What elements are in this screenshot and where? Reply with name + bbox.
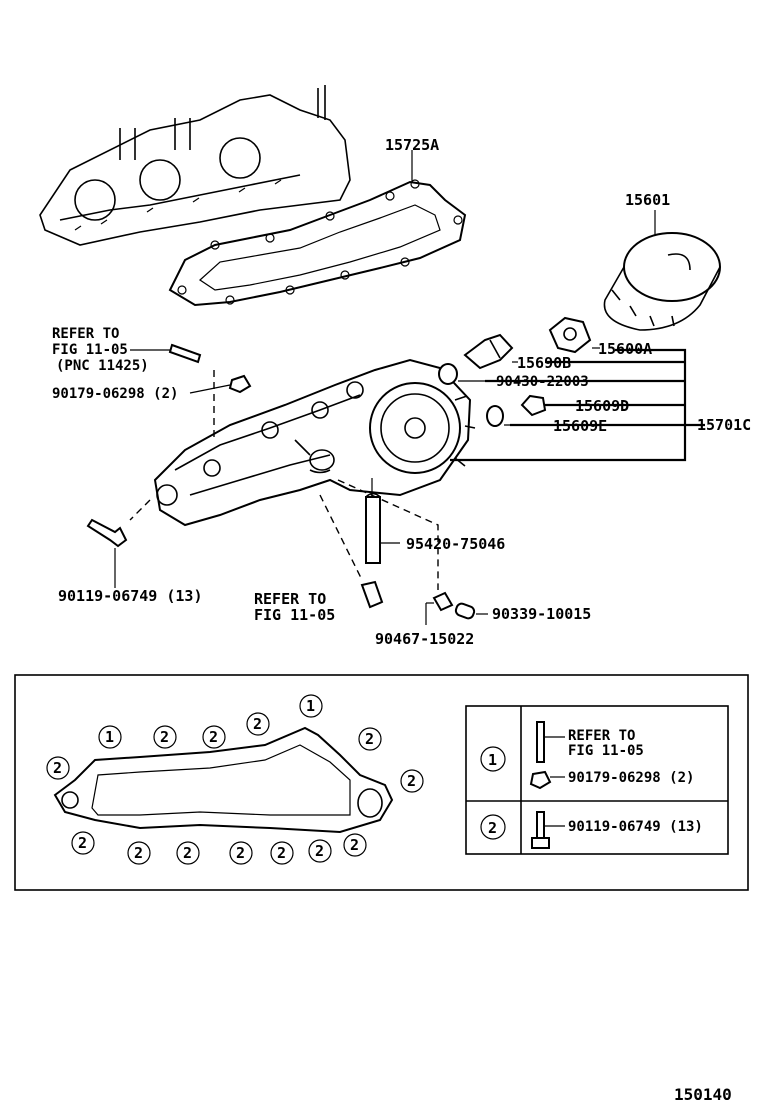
legend-bolt-icon <box>531 811 565 849</box>
label-90467-15022: 90467-15022 <box>375 630 474 648</box>
marker-2-d: 2 <box>358 727 382 751</box>
marker-2-i: 2 <box>176 841 200 865</box>
svg-text:2: 2 <box>253 715 262 733</box>
svg-text:2: 2 <box>78 834 87 852</box>
label-15609e: 15609E <box>553 417 607 435</box>
label-95420-75046: 95420-75046 <box>406 535 505 553</box>
refer-lower-line1: REFER TO <box>254 590 326 608</box>
marker-2-b: 2 <box>202 725 226 749</box>
marker-2-g: 2 <box>71 831 95 855</box>
legend-stud-icon <box>536 721 565 763</box>
refer-lower-line2: FIG 11-05 <box>254 606 335 624</box>
marker-2-m: 2 <box>343 833 367 857</box>
bolt-pattern-box <box>14 674 749 891</box>
legend-marker-1: 1 <box>480 746 506 772</box>
stud-bolt <box>130 343 202 364</box>
marker-2-h: 2 <box>127 841 151 865</box>
svg-text:2: 2 <box>53 759 62 777</box>
svg-text:1: 1 <box>105 728 114 746</box>
legend-table: 1 REFER TO FIG 11-05 90179-06298 (2) 2 9… <box>465 705 729 855</box>
plug-15609d <box>520 394 568 417</box>
marker-2-f: 2 <box>46 756 70 780</box>
legend-90179-06298: 90179-06298 (2) <box>568 770 694 786</box>
label-90179-06298: 90179-06298 (2) <box>52 386 178 402</box>
refer-upper-line1: REFER TO <box>52 326 119 342</box>
refer-upper-line2: FIG 11-05 <box>52 342 128 358</box>
marker-2-k: 2 <box>270 841 294 865</box>
svg-text:1: 1 <box>306 697 315 715</box>
gasket-ring-90430 <box>438 363 490 385</box>
label-15600a: 15600A <box>598 340 652 358</box>
sensor-15690b <box>463 333 518 370</box>
svg-text:2: 2 <box>183 844 192 862</box>
legend-marker-2: 2 <box>480 814 506 840</box>
svg-text:2: 2 <box>236 844 245 862</box>
cap-90339 <box>454 602 488 620</box>
refer-upper-line3: (PNC 11425) <box>56 358 149 374</box>
label-15690b: 15690B <box>517 354 571 372</box>
legend-nut-icon <box>529 770 565 790</box>
svg-text:2: 2 <box>209 728 218 746</box>
drain-plug <box>360 580 384 609</box>
svg-text:2: 2 <box>134 844 143 862</box>
marker-2-j: 2 <box>229 841 253 865</box>
svg-text:2: 2 <box>315 842 324 860</box>
bolt-90119 <box>86 499 151 588</box>
svg-text:2: 2 <box>350 836 359 854</box>
svg-text:2: 2 <box>365 730 374 748</box>
refer-note-upper: REFER TO FIG 11-05 (PNC 11425) <box>52 326 149 374</box>
filter-union-15600a <box>548 316 600 354</box>
svg-text:2: 2 <box>277 844 286 862</box>
label-15601: 15601 <box>625 191 670 209</box>
marker-2-a: 2 <box>153 725 177 749</box>
label-15701c: 15701C <box>697 416 751 434</box>
oring-15609e <box>486 405 548 427</box>
marker-1-b: 1 <box>299 694 323 718</box>
marker-2-c: 2 <box>246 712 270 736</box>
plug-90467 <box>425 591 454 625</box>
svg-text:2: 2 <box>407 772 416 790</box>
svg-text:2: 2 <box>160 728 169 746</box>
marker-2-l: 2 <box>308 839 332 863</box>
label-90430-22003: 90430-22003 <box>496 374 589 390</box>
svg-text:1: 1 <box>488 751 497 769</box>
gasket-bolt-pattern <box>53 726 394 834</box>
engine-block-illustration <box>39 85 351 246</box>
legend-90119-06749: 90119-06749 (13) <box>568 819 703 835</box>
svg-text:2: 2 <box>488 819 497 837</box>
refer-note-lower: REFER TO FIG 11-05 <box>254 590 335 624</box>
hose-95420 <box>365 478 400 564</box>
marker-1-a: 1 <box>98 725 122 749</box>
legend-refer-line2: FIG 11-05 <box>568 743 644 759</box>
marker-2-e: 2 <box>400 769 424 793</box>
legend-refer-line1: REFER TO <box>568 728 635 744</box>
label-90119-06749: 90119-06749 (13) <box>58 587 203 605</box>
gasket-15725a <box>168 150 467 307</box>
nut-90179 <box>189 370 252 440</box>
figure-number: 150140 <box>674 1085 732 1104</box>
label-90339-10015: 90339-10015 <box>492 605 591 623</box>
oil-cooler-body <box>153 358 476 527</box>
label-15609d: 15609D <box>575 397 629 415</box>
label-15725a: 15725A <box>385 136 439 154</box>
gasket-markers: 1 2 2 2 1 2 2 2 2 2 2 2 2 2 2 <box>46 694 424 865</box>
oil-filter-15601 <box>603 210 721 331</box>
